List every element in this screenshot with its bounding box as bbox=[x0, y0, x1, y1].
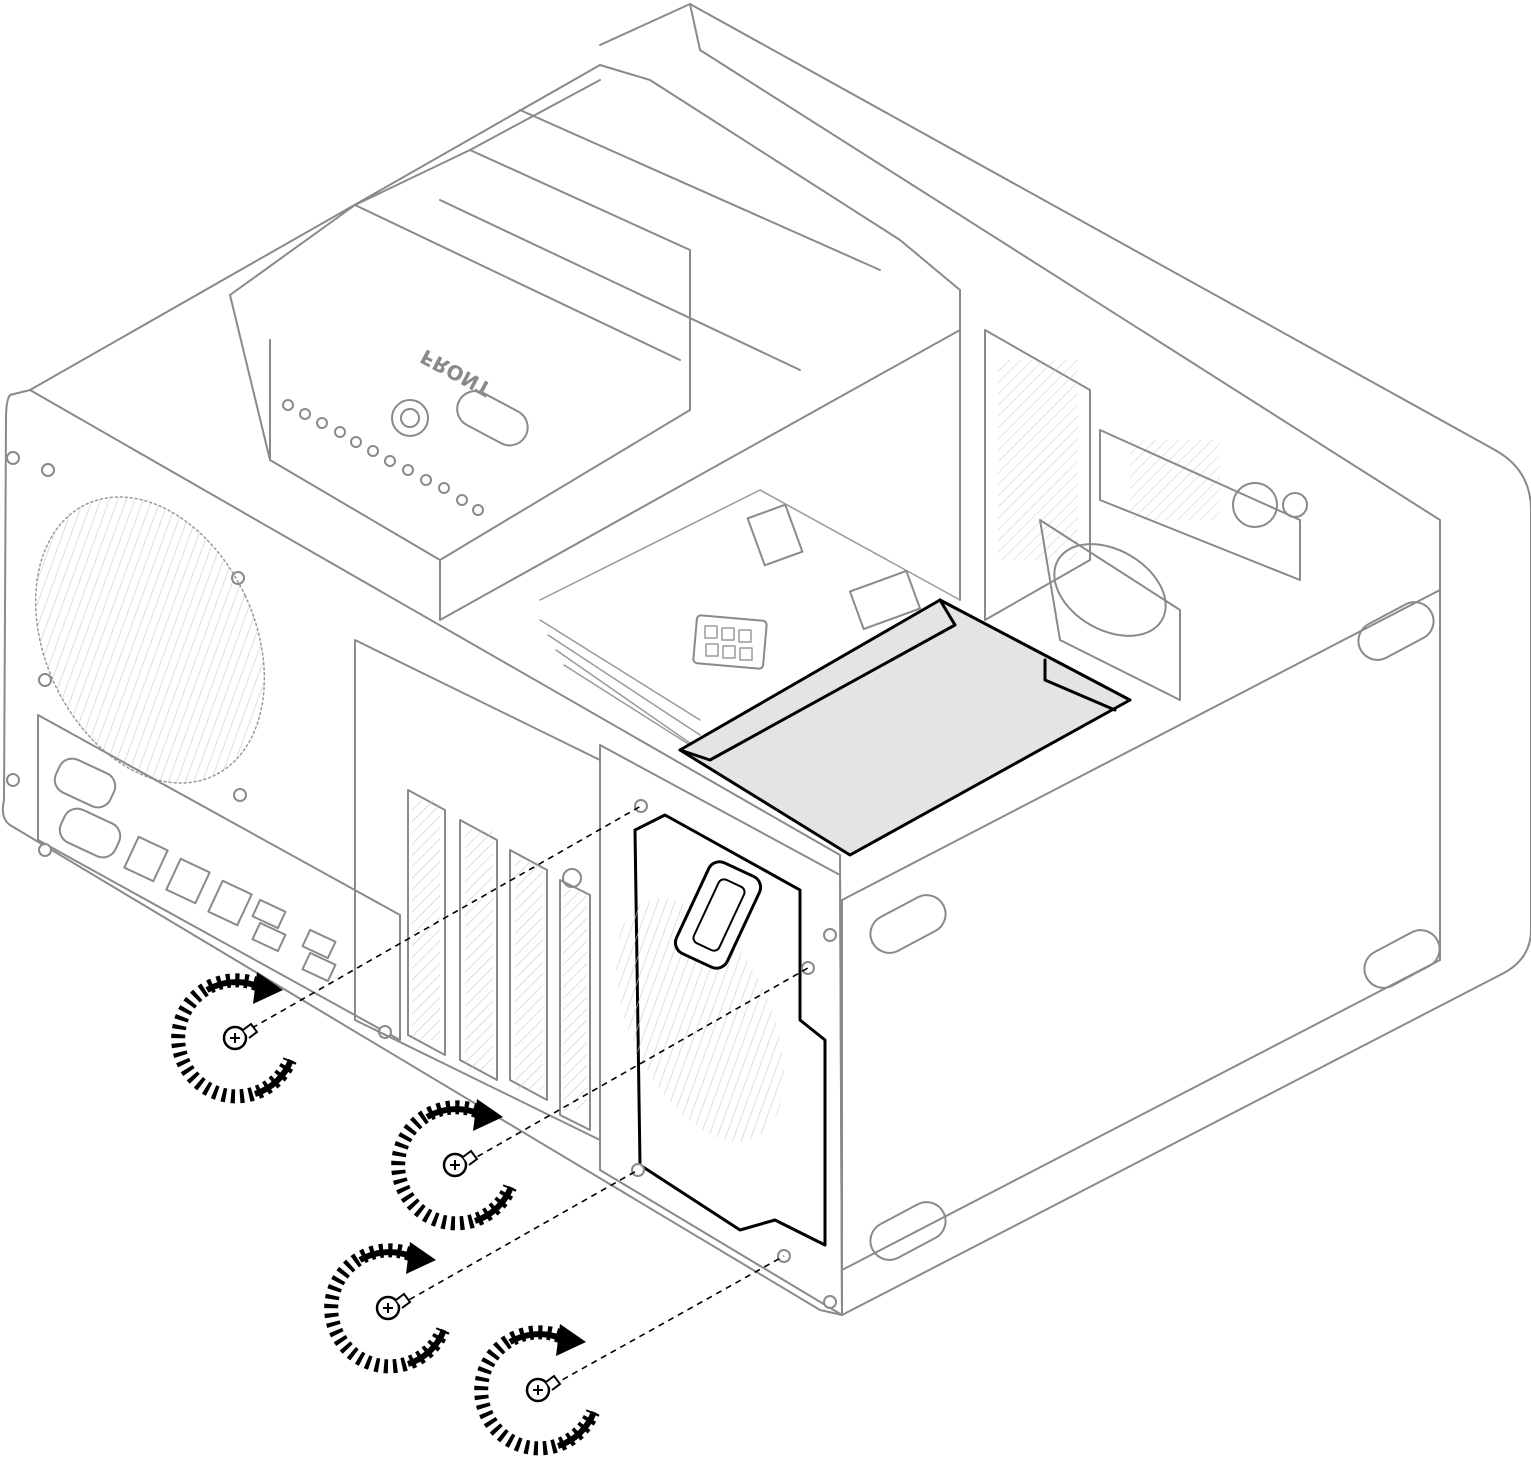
rear-panel-vent bbox=[34, 496, 266, 784]
screw-3 bbox=[331, 1242, 444, 1366]
screw-icon bbox=[525, 1374, 562, 1403]
screw-1 bbox=[178, 972, 291, 1096]
power-inlet bbox=[673, 860, 763, 970]
screw-icon bbox=[442, 1149, 479, 1178]
power-supply-unit bbox=[599, 598, 1132, 1316]
screw-icon bbox=[375, 1292, 412, 1321]
cage-vent-holes bbox=[282, 399, 484, 516]
rear-io-ports bbox=[6, 451, 401, 1041]
expansion-slot-covers bbox=[354, 639, 601, 1141]
screw-icon bbox=[222, 1022, 259, 1051]
screw-4 bbox=[481, 1324, 594, 1448]
psu-top-surface bbox=[678, 598, 1132, 857]
motherboard-area bbox=[539, 489, 961, 751]
screw-guide-lines bbox=[251, 805, 809, 1386]
screw-2 bbox=[398, 1099, 511, 1223]
fan-and-rear-bay bbox=[984, 329, 1308, 701]
